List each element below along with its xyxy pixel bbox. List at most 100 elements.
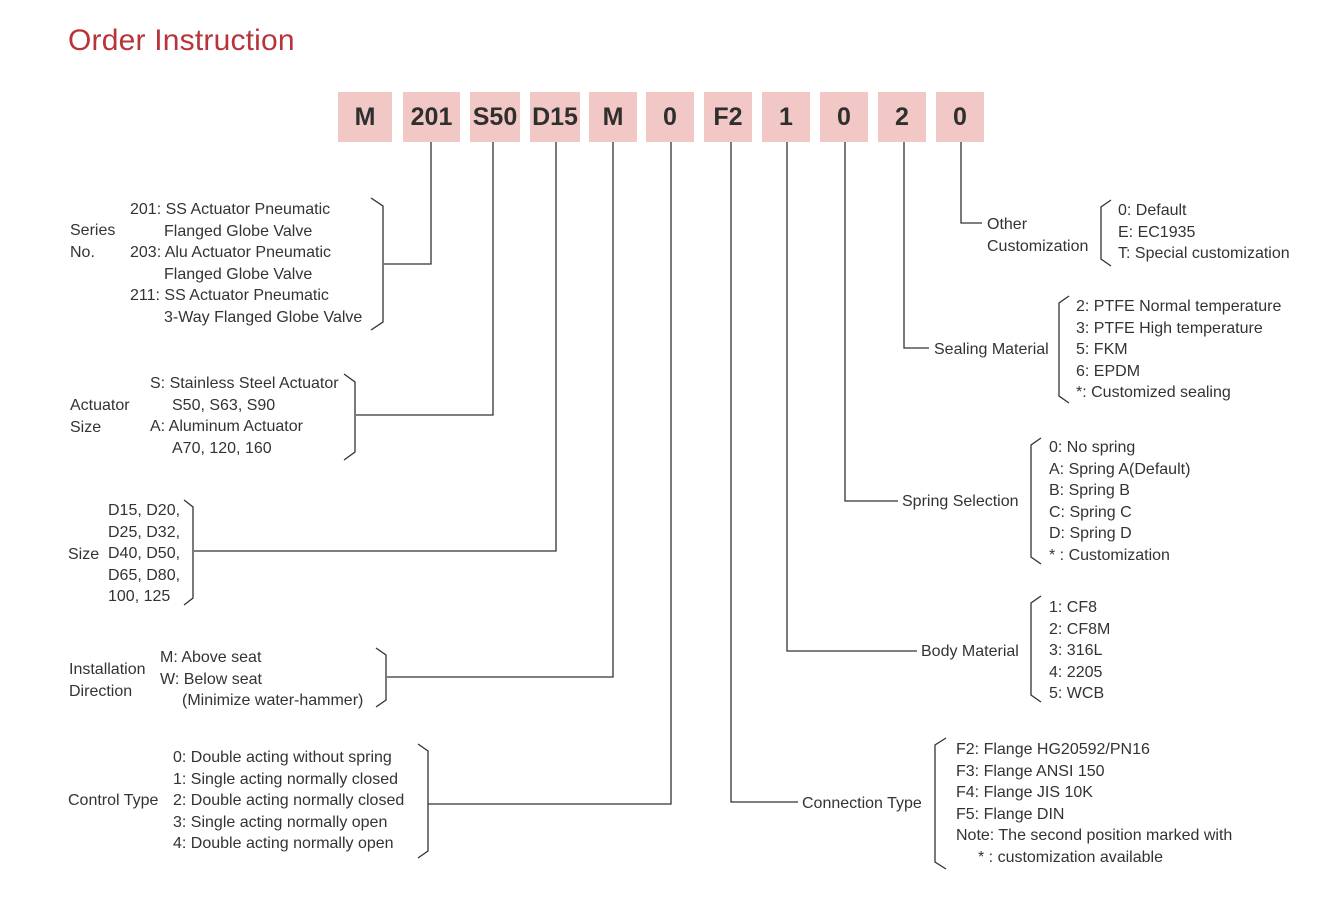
actuator-label-line2: Size [70,419,102,436]
sealing-brace [1058,295,1070,404]
other-options: 0: Default E: EC1935 T: Special customiz… [1118,200,1290,265]
body-option: 3: 316L [1049,642,1103,659]
series-option: 3-Way Flanged Globe Valve [164,308,363,326]
spring-brace [1030,437,1042,565]
actuator-brace [343,373,356,461]
install-label-line2: Direction [69,683,133,700]
other-label-line1: Other [987,216,1028,233]
other-brace [1100,199,1112,267]
spring-option: C: Spring C [1049,503,1132,521]
series-option: 203: Alu Actuator Pneumatic [130,244,332,261]
size-option: D25, D32, [108,523,181,541]
spring-label: Spring Selection [902,493,1019,510]
connection-label: Connection Type [802,795,922,812]
series-option: 201: SS Actuator Pneumatic [130,201,331,218]
connection-option: F4: Flange JIS 10K [956,784,1093,801]
code-box-connection: F2 [704,92,752,142]
spring-connector [844,142,898,502]
size-brace [183,499,194,606]
spring-option: B: Spring B [1049,482,1130,499]
body-option: 2: CF8M [1049,620,1111,638]
install-option: M: Above seat [160,649,262,666]
install-connector [387,142,614,678]
spring-option: * : Customization [1049,546,1170,564]
actuator-option: S50, S63, S90 [172,396,276,414]
control-option: 3: Single acting normally open [173,813,388,831]
series-options: 201: SS Actuator Pneumatic Flanged Globe… [130,199,362,328]
size-option: D65, D80, [108,566,181,584]
sealing-option: 3: PTFE High temperature [1076,319,1263,337]
sealing-label: Sealing Material [934,341,1049,358]
code-box-control: 0 [646,92,694,142]
series-label-line2: No. [70,244,95,261]
spring-option: D: Spring D [1049,525,1132,542]
series-option: 211: SS Actuator Pneumatic [130,287,329,304]
series-option: Flanged Globe Valve [164,222,313,240]
control-option: 4: Double acting normally open [173,835,394,852]
sealing-option: *: Customized sealing [1076,384,1231,401]
sealing-options: 2: PTFE Normal temperature 3: PTFE High … [1076,296,1281,404]
spring-option: A: Spring A(Default) [1049,460,1191,478]
series-connector [384,142,432,265]
spring-options: 0: No spring A: Spring A(Default) B: Spr… [1049,437,1190,566]
body-label: Body Material [921,643,1019,660]
series-label-line1: Series [70,222,116,239]
body-option: 1: CF8 [1049,599,1098,616]
connection-option: F5: Flange DIN [956,805,1065,823]
size-connector [194,142,557,552]
code-box-spring: 0 [820,92,868,142]
control-option: 2: Double acting normally closed [173,792,405,809]
actuator-option: S: Stainless Steel Actuator [150,375,339,392]
actuator-connector [356,142,494,416]
code-box-body: 1 [762,92,810,142]
control-label: Control Type [68,792,159,809]
size-option: D40, D50, [108,545,181,562]
install-brace [375,647,387,708]
control-option: 1: Single acting normally closed [173,770,399,788]
code-box-size: D15 [530,92,580,142]
body-options: 1: CF8 2: CF8M 3: 316L 4: 2205 5: WCB [1049,597,1110,705]
other-option: E: EC1935 [1118,223,1196,241]
connection-option: F2: Flange HG20592/PN16 [956,741,1150,758]
code-box-actuator: S50 [470,92,520,142]
sealing-option: 2: PTFE Normal temperature [1076,298,1282,315]
install-options: M: Above seat W: Below seat (Minimize wa… [160,647,363,712]
other-connector [960,142,982,224]
body-connector [786,142,917,652]
install-label-line1: Installation [69,661,146,678]
connection-option: * : customization available [978,848,1163,866]
spring-option: 0: No spring [1049,439,1136,456]
sealing-option: 5: FKM [1076,341,1128,358]
size-options: D15, D20, D25, D32, D40, D50, D65, D80, … [108,500,180,608]
code-box-m: M [338,92,392,142]
install-option: W: Below seat [160,670,262,688]
size-option: 100, 125 [108,588,171,605]
actuator-option: A: Aluminum Actuator [150,418,303,435]
code-box-install: M [589,92,637,142]
code-box-sealing: 2 [878,92,926,142]
body-brace [1030,595,1042,703]
series-brace [370,197,384,331]
control-brace [417,743,429,859]
code-box-other: 0 [936,92,984,142]
other-option: T: Special customization [1118,245,1290,262]
control-connector [428,142,672,805]
install-option: (Minimize water-hammer) [182,692,364,709]
sealing-option: 6: EPDM [1076,362,1141,380]
code-box-series: 201 [403,92,460,142]
control-option: 0: Double acting without spring [173,749,392,766]
connection-option: F3: Flange ANSI 150 [956,762,1105,780]
body-option: 4: 2205 [1049,663,1103,681]
connection-options: F2: Flange HG20592/PN16 F3: Flange ANSI … [956,739,1232,868]
actuator-label-line1: Actuator [70,397,130,414]
other-label-line2: Customization [987,238,1089,255]
connection-option: Note: The second position marked with [956,827,1233,844]
connection-connector [730,142,798,803]
sealing-connector [903,142,929,349]
control-options: 0: Double acting without spring 1: Singl… [173,747,404,855]
actuator-option: A70, 120, 160 [172,439,272,457]
connection-brace [934,737,947,870]
body-option: 5: WCB [1049,685,1105,702]
page-title: Order Instruction [68,24,295,57]
